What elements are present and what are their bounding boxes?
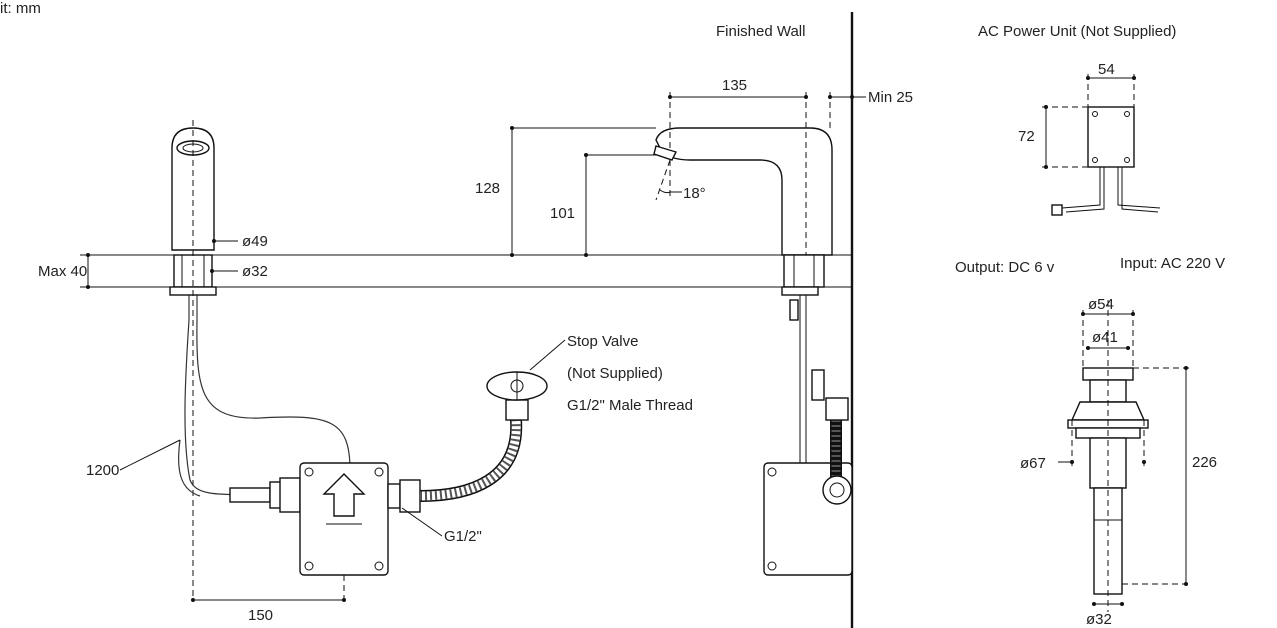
dim-angle18: 18° bbox=[683, 185, 706, 202]
dim-max40: Max 40 bbox=[38, 263, 87, 280]
dim-d41: ø41 bbox=[1092, 329, 1118, 346]
dim-d49: ø49 bbox=[242, 233, 268, 250]
solenoid-control-box bbox=[299, 462, 421, 576]
braided-hose bbox=[419, 399, 529, 502]
stop-valve bbox=[486, 371, 548, 401]
input-label: Input: AC 220 V bbox=[1120, 255, 1225, 272]
ac-unit-title: AC Power Unit (Not Supplied) bbox=[978, 23, 1176, 40]
dim-135: 135 bbox=[722, 77, 747, 94]
stop-valve-line2: (Not Supplied) bbox=[567, 365, 663, 382]
dim-128: 128 bbox=[475, 180, 500, 197]
dim-d32-drain: ø32 bbox=[1086, 611, 1112, 628]
dim-d67: ø67 bbox=[1020, 455, 1046, 472]
finished-wall-label: Finished Wall bbox=[716, 23, 805, 40]
dim-54-unit: 54 bbox=[1098, 61, 1115, 78]
stop-valve-line1: Stop Valve bbox=[567, 333, 638, 350]
output-label: Output: DC 6 v bbox=[955, 259, 1055, 276]
dim-d32-top: ø32 bbox=[242, 263, 268, 280]
label-g12: G1/2" bbox=[444, 528, 482, 545]
dim-226: 226 bbox=[1192, 454, 1217, 471]
stop-valve-line3: G1/2" Male Thread bbox=[567, 397, 693, 414]
dim-101: 101 bbox=[550, 205, 575, 222]
dim-1200: 1200 bbox=[86, 462, 119, 479]
control-box-side-view bbox=[763, 397, 853, 576]
dim-72: 72 bbox=[1018, 128, 1035, 145]
dim-150: 150 bbox=[248, 607, 273, 624]
faucet-side-view bbox=[653, 127, 833, 470]
unit-label: it: mm bbox=[0, 0, 41, 17]
dim-d54-drain: ø54 bbox=[1088, 296, 1114, 313]
inlet-connector bbox=[229, 477, 301, 513]
ac-power-unit bbox=[1051, 106, 1161, 216]
dim-min25: Min 25 bbox=[868, 89, 913, 106]
sensor-cables bbox=[178, 319, 351, 497]
